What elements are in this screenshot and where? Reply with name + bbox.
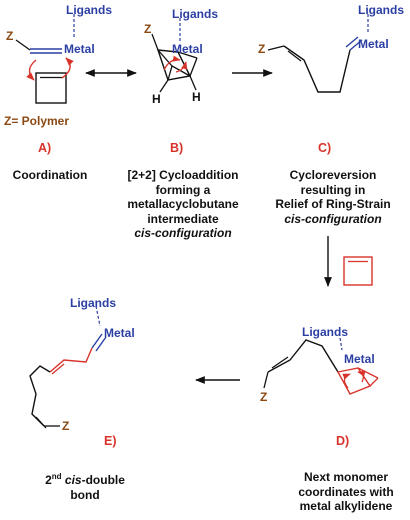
z-bond bbox=[267, 45, 285, 51]
monomer-cyclobutene bbox=[343, 256, 373, 286]
h-bond-right bbox=[189, 75, 197, 91]
b-z-label: Z bbox=[144, 22, 152, 36]
z-bond bbox=[263, 371, 269, 389]
step-c-letter: C) bbox=[318, 141, 332, 155]
e-z-label: Z bbox=[62, 419, 70, 433]
d-ligands-label: Ligands bbox=[302, 325, 349, 339]
step-e-description: 2nd cis-double bond bbox=[45, 472, 125, 502]
metal-alkylidene-double-bond bbox=[349, 39, 363, 51]
h-bond-left bbox=[159, 79, 169, 93]
e-ligands-label: Ligands bbox=[70, 296, 117, 310]
electron-arrow-d2 bbox=[357, 370, 366, 383]
c-metal-label: Metal bbox=[358, 37, 389, 51]
step-b-description: [2+2] Cycloaddition forming a metallacyc… bbox=[127, 168, 239, 240]
step-a-description: Coordination bbox=[12, 168, 88, 182]
z-alkylidene-bond bbox=[15, 39, 31, 51]
structure-b bbox=[151, 18, 198, 93]
b-metal-label: Metal bbox=[172, 42, 203, 56]
b-h-label-left: H bbox=[152, 92, 161, 106]
opened-chain bbox=[283, 45, 351, 93]
cyclobutene-ring bbox=[35, 72, 67, 104]
metal-alkylidene-double-bond bbox=[91, 333, 103, 349]
a-metal-label: Metal bbox=[64, 42, 95, 56]
b-ligands-label: Ligands bbox=[172, 7, 219, 21]
structure-a bbox=[15, 14, 75, 104]
z-definition: Z= Polymer bbox=[4, 114, 70, 128]
structure-d bbox=[263, 337, 379, 395]
electron-arrow-right bbox=[61, 57, 74, 79]
step-a-letter: A) bbox=[38, 141, 52, 155]
structure-e bbox=[29, 305, 107, 429]
electron-arrow-d1 bbox=[342, 373, 351, 389]
b-h-label-right: H bbox=[192, 90, 201, 104]
d-metal-label: Metal bbox=[344, 352, 375, 366]
structure-c bbox=[267, 14, 369, 93]
older-chain bbox=[29, 365, 51, 427]
electron-arrow-b1 bbox=[163, 55, 181, 71]
e-metal-label: Metal bbox=[104, 326, 135, 340]
c-ligands-label: Ligands bbox=[358, 3, 405, 17]
d-z-label: Z bbox=[260, 390, 268, 404]
ligand-dashed-bond bbox=[339, 337, 343, 351]
step-d-letter: D) bbox=[336, 434, 350, 448]
step-c-description: Cycloreversion resulting in Relief of Ri… bbox=[275, 168, 391, 226]
z-bond bbox=[151, 33, 159, 51]
electron-arrow-left bbox=[26, 59, 37, 81]
a-ligands-label: Ligands bbox=[66, 3, 113, 17]
c-z-label: Z bbox=[258, 42, 266, 56]
ligand-dashed-bond bbox=[95, 305, 101, 327]
step-b-letter: B) bbox=[170, 141, 184, 155]
chain bbox=[267, 339, 339, 373]
step-d-description: Next monomer coordinates with metal alky… bbox=[298, 470, 394, 513]
a-z-label: Z bbox=[6, 29, 14, 43]
step-e-letter: E) bbox=[104, 434, 117, 448]
new-segment bbox=[49, 347, 93, 373]
electron-arrow-b2 bbox=[175, 61, 188, 73]
